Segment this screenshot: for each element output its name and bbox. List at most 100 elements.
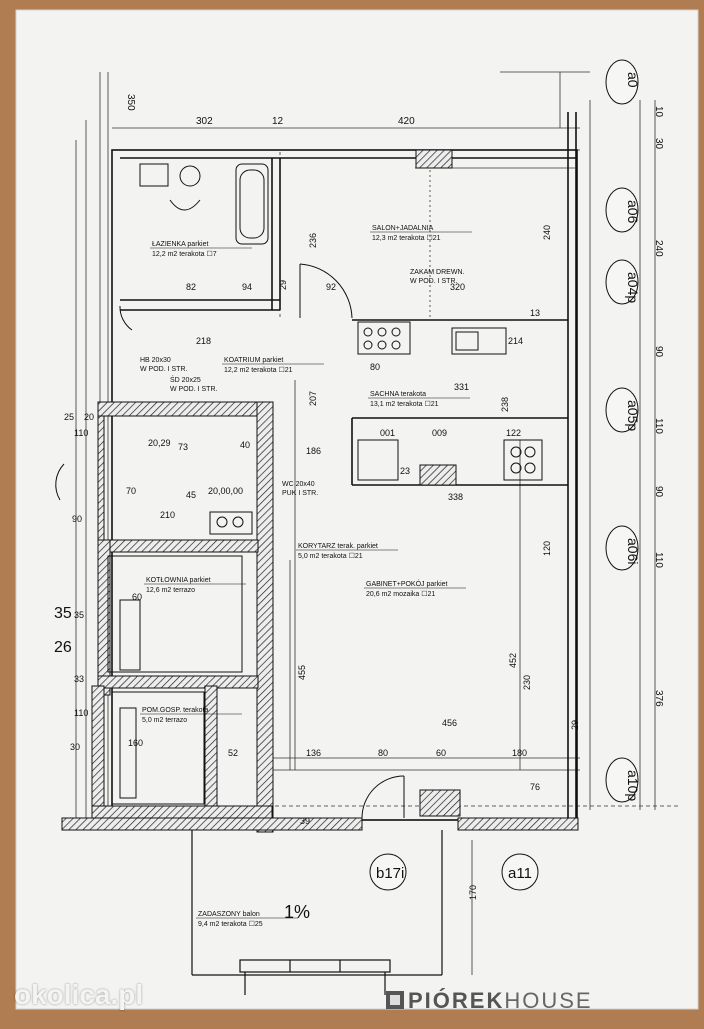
- dimension-text: 82: [186, 282, 196, 292]
- axis-label: a10p: [625, 770, 641, 801]
- watermark-light: HOUSE: [504, 988, 593, 1013]
- axis-circle: [605, 757, 639, 803]
- dimension-text: 20,00,00: [208, 486, 243, 496]
- dimension-text: 214: [508, 336, 523, 346]
- watermark-okolica: okolica.pl: [14, 979, 144, 1010]
- note-text: ZAKAM DREWN.W POD. I STR.: [410, 269, 465, 285]
- room-area: 5,0 m2 terrazo: [142, 717, 187, 724]
- dimension-text: 170: [468, 885, 478, 900]
- dimension-text: 122: [506, 428, 521, 438]
- room-area: 5,0 m2 terakota ☐21: [298, 552, 363, 560]
- dimension-text: 70: [126, 486, 136, 496]
- axis-circle: [369, 853, 407, 891]
- axis-circle: [605, 259, 639, 305]
- dimension-text: 39: [300, 816, 310, 826]
- dimension-text: 338: [448, 492, 463, 502]
- dimension-text: 009: [432, 428, 447, 438]
- axis-circle: [605, 187, 639, 233]
- piorekhouse-logo-icon: [386, 991, 404, 1009]
- room-name: ZADASZONY balon: [198, 911, 260, 918]
- dimension-text: 240: [542, 225, 552, 240]
- dimension-text: 230: [522, 675, 532, 690]
- dimension-text: 76: [530, 782, 540, 792]
- dimension-text: 238: [500, 397, 510, 412]
- dimension-text: 110: [653, 418, 664, 434]
- dimension-text: 29: [278, 280, 288, 290]
- axis-label: a06i: [625, 538, 641, 564]
- dimension-text: 218: [196, 336, 211, 346]
- dimension-text: 23: [400, 466, 410, 476]
- room-name: ŁAZIENKA parkiet: [152, 241, 208, 248]
- room-name: SALON+JADALNIA: [372, 225, 434, 232]
- dimension-text: 20: [84, 412, 94, 422]
- dimension-text: 60: [132, 592, 142, 602]
- dimension-text: 110: [653, 552, 664, 568]
- dimension-text: 420: [398, 116, 415, 127]
- dimension-text: 320: [450, 282, 465, 292]
- axis-circle: [605, 59, 639, 105]
- inner-rooms: [107, 555, 243, 805]
- axis-label: b17i: [376, 865, 404, 882]
- dimension-text: 60: [436, 748, 446, 758]
- dimension-text: 160: [128, 738, 143, 748]
- dimension-text: 136: [306, 748, 321, 758]
- dimension-text: 210: [160, 510, 175, 520]
- kitchen-fixtures: [209, 321, 543, 535]
- dimension-text: 25: [64, 412, 74, 422]
- dimension-text: 80: [378, 748, 388, 758]
- room-name: KOATRIUM parkiet: [224, 357, 283, 364]
- dimension-text: 40: [240, 440, 250, 450]
- dimension-text: 110: [74, 428, 88, 438]
- dimension-text: 45: [186, 490, 196, 500]
- dimension-text: 80: [370, 362, 380, 372]
- axis-label: a06: [625, 200, 641, 224]
- dimension-text: 29: [570, 720, 580, 730]
- axis-circle: [605, 387, 639, 433]
- watermark-bold: PIÓREK: [408, 988, 505, 1013]
- dimension-text: 20,29: [148, 438, 171, 448]
- note-text: 35: [54, 605, 72, 622]
- dimension-text: 10: [653, 106, 664, 118]
- dimension-text: 350: [125, 94, 136, 111]
- dimension-text: 376: [653, 690, 664, 707]
- hatched-walls: [61, 149, 579, 833]
- dimension-text: 120: [542, 541, 552, 556]
- dimension-text: 73: [178, 442, 188, 452]
- note-text: 26: [54, 639, 72, 656]
- dimension-text: 30: [653, 138, 664, 150]
- dimension-text: 452: [508, 653, 518, 668]
- axis-circle: [605, 525, 639, 571]
- dimension-text: 90: [653, 346, 664, 358]
- axis-label: a05p: [625, 400, 641, 431]
- balcony: [191, 830, 443, 995]
- dimension-text: 90: [72, 514, 82, 524]
- axis-circle: [501, 853, 539, 891]
- axis-label: a0: [625, 72, 641, 88]
- dimension-text: 180: [512, 748, 527, 758]
- dimension-text: 30: [70, 742, 80, 752]
- room-area: 12,2 m2 terakota ☐21: [224, 366, 293, 374]
- room-area: 12,6 m2 terrazo: [146, 587, 195, 594]
- axis-label: a04p: [625, 272, 641, 303]
- dimension-text: 33: [74, 674, 84, 684]
- note-text: 1%: [284, 902, 310, 922]
- dimension-text: 456: [442, 718, 457, 728]
- dimension-text: 331: [454, 382, 469, 392]
- bathroom-fixtures: [139, 163, 269, 245]
- dimension-text: 240: [653, 240, 664, 257]
- dimension-text: 236: [308, 233, 318, 248]
- dimension-text: 001: [380, 428, 395, 438]
- dimension-text: 455: [297, 665, 307, 680]
- room-name: KOTŁOWNIA parkiet: [146, 577, 211, 584]
- dimension-text: 35: [74, 610, 84, 620]
- dimension-text: 12: [272, 116, 284, 127]
- room-area: 12,3 m2 terakota ☐21: [372, 234, 441, 242]
